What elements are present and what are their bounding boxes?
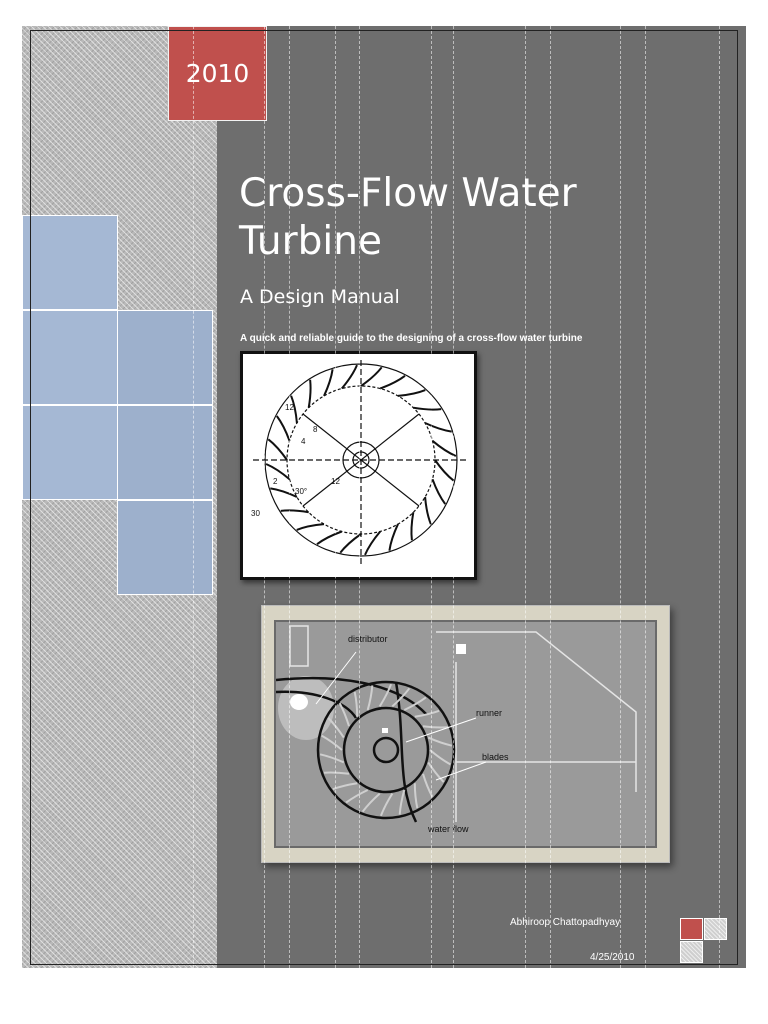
runner-blade — [410, 512, 415, 541]
runner-blade — [338, 702, 350, 727]
runner-blade — [422, 725, 449, 729]
guide-line — [525, 26, 526, 968]
document-tagline: A quick and reliable guide to the design… — [240, 333, 583, 344]
runner-blade — [270, 487, 298, 498]
runner-blade — [427, 761, 445, 783]
guide-line — [193, 26, 194, 968]
fig1-label: 30 — [251, 509, 260, 518]
runner-blade — [323, 771, 350, 775]
document-title: Cross-Flow Water Turbine — [239, 170, 709, 266]
water-flow-label: water flow — [428, 824, 469, 834]
blue-tile — [22, 310, 118, 405]
blue-tile — [117, 405, 213, 500]
runner-blade — [267, 438, 288, 461]
runner-blade — [414, 709, 440, 718]
runner-blade — [321, 734, 343, 751]
guide-line — [289, 26, 290, 968]
author-name: Abhiroop Chattopadhyay — [510, 917, 621, 928]
runner-blade — [366, 685, 374, 711]
corner-pattern-square — [680, 941, 703, 963]
runner-blade — [296, 523, 325, 531]
runner-drawing-figure: 12 8 4 30° 2 12 30 — [240, 351, 477, 580]
blue-tile — [117, 310, 213, 405]
blue-tile — [22, 215, 118, 310]
guide-line — [335, 26, 336, 968]
turbine-schematic-inner: distributor runner blades water flow — [274, 620, 657, 848]
guide-line — [620, 26, 621, 968]
fig1-label: 4 — [301, 437, 306, 446]
guide-line — [431, 26, 432, 968]
guide-line — [264, 26, 265, 968]
turbine-schematic-svg — [275, 625, 637, 823]
runner-blade — [429, 749, 451, 766]
year-text: 2010 — [185, 59, 250, 88]
runner-blade — [345, 789, 369, 804]
blue-tile — [117, 500, 213, 595]
guide-line — [645, 26, 646, 968]
runner-blade — [323, 369, 334, 397]
runner-blade — [413, 406, 442, 411]
runner-blade — [397, 389, 426, 397]
runner-blade — [290, 395, 298, 424]
guide-line — [550, 26, 551, 968]
runner-blade — [424, 422, 452, 433]
runner-blade — [353, 691, 359, 717]
corner-accent-square — [680, 918, 703, 940]
publication-date: 4/25/2010 — [590, 952, 635, 963]
runner-blade — [319, 753, 345, 764]
runner-blade — [332, 782, 358, 791]
runner-blade — [427, 736, 453, 747]
runner-blade — [316, 530, 343, 545]
runner-blade — [341, 364, 358, 390]
runner-blade — [379, 375, 406, 390]
year-box: 2010 — [168, 26, 267, 121]
runner-label: runner — [476, 708, 503, 718]
runner-blade — [339, 533, 362, 554]
guide-line — [359, 26, 360, 968]
turbine-schematic-figure: distributor runner blades water flow — [261, 605, 670, 863]
runner-blade — [398, 789, 406, 815]
runner-blade — [403, 696, 427, 711]
runner-blade — [265, 463, 291, 480]
runner-blade — [378, 683, 393, 707]
runner-blade — [424, 496, 432, 525]
runner-blade — [280, 509, 309, 514]
runner-blade — [327, 717, 345, 739]
runner-blade — [307, 379, 312, 408]
blades-label: blades — [482, 752, 509, 762]
runner-blade — [379, 793, 394, 817]
runner-blade — [276, 415, 291, 442]
guide-line — [719, 26, 720, 968]
runner-blade — [434, 459, 455, 482]
blue-tile — [22, 405, 118, 500]
fig1-label: 2 — [273, 477, 278, 486]
runner-blade — [364, 530, 381, 556]
runner-blade — [360, 366, 383, 387]
runner-blade — [431, 478, 446, 505]
runner-blade — [431, 440, 457, 457]
title-line-2: Turbine — [239, 219, 382, 264]
title-line-1: Cross-Flow Water — [239, 171, 577, 216]
corner-pattern-square — [704, 918, 727, 940]
fig1-label: 8 — [313, 425, 318, 434]
runner-blade — [361, 792, 381, 813]
runner-blade — [388, 523, 399, 551]
distributor-label: distributor — [348, 634, 388, 644]
guide-line — [453, 26, 454, 968]
fig1-label: 30° — [295, 487, 307, 496]
runner-blade — [413, 783, 419, 809]
runner-blade — [391, 687, 411, 708]
